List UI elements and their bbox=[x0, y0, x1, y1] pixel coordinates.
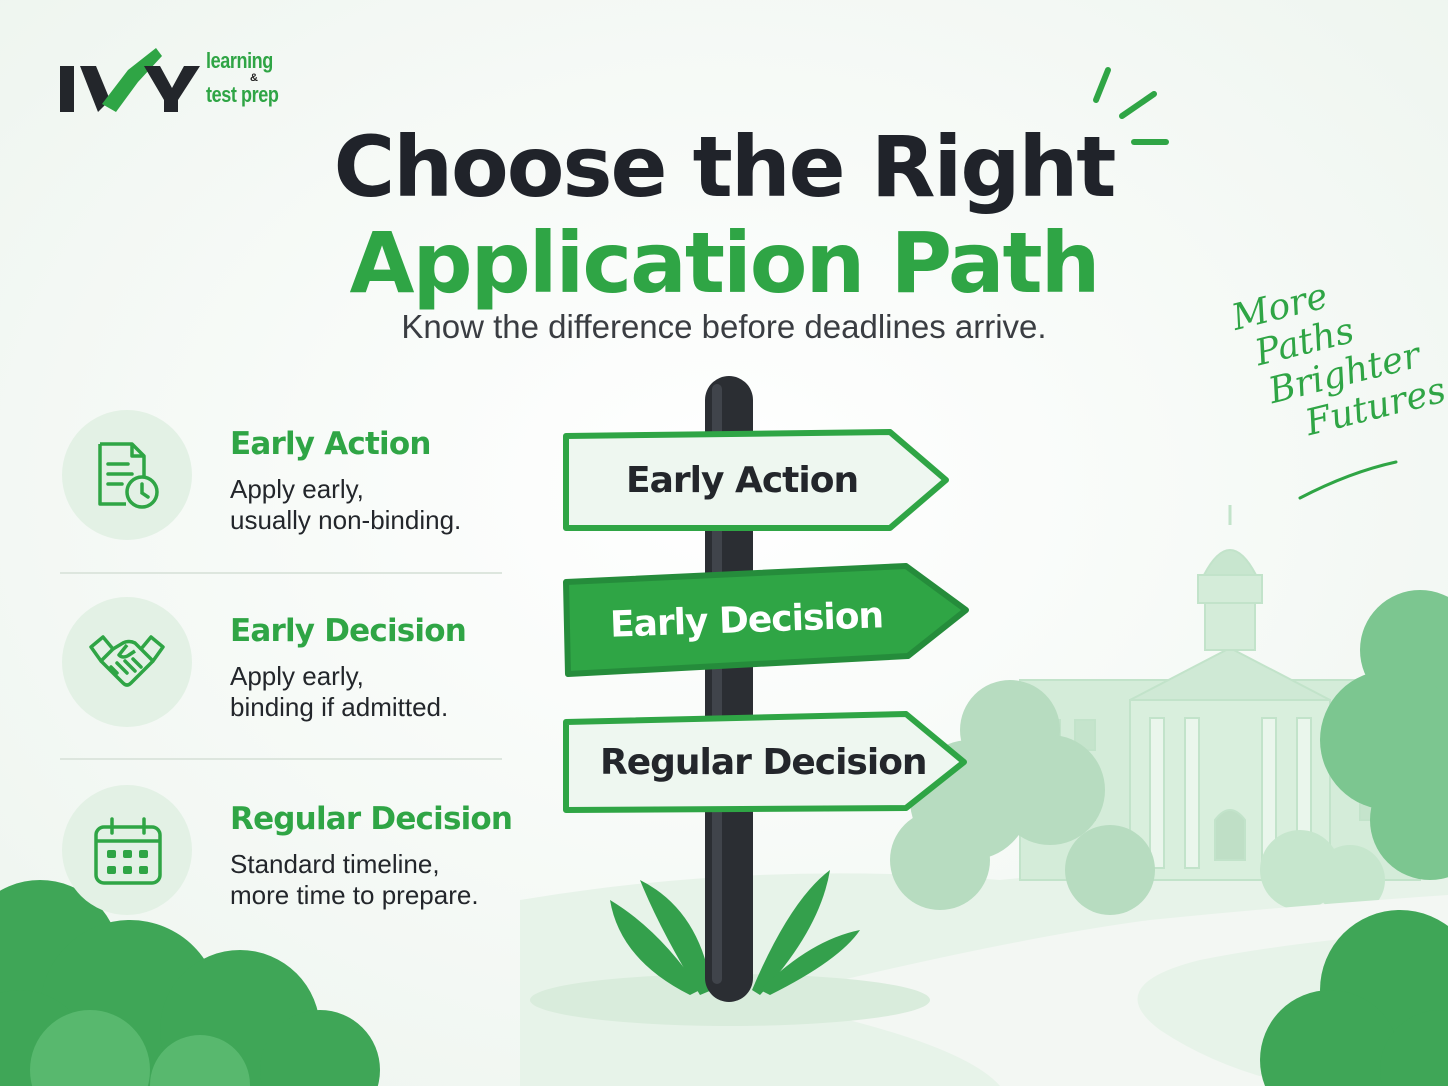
option-desc-line1: Apply early, bbox=[230, 474, 364, 504]
option-desc-line2: binding if admitted. bbox=[230, 692, 449, 722]
option-icon-circle bbox=[62, 410, 192, 540]
option-regular-decision: Regular Decision Standard timeline, more… bbox=[60, 785, 513, 925]
option-icon-circle bbox=[62, 597, 192, 727]
brand-line-learning: learning bbox=[206, 48, 273, 73]
divider bbox=[60, 572, 502, 574]
option-description: Apply early, binding if admitted. bbox=[230, 661, 530, 723]
option-title: Early Decision bbox=[230, 613, 467, 649]
divider bbox=[60, 758, 502, 760]
brand-line-test-prep: test prep bbox=[206, 82, 279, 107]
option-icon-circle bbox=[62, 785, 192, 915]
option-early-decision: Early Decision Apply early, binding if a… bbox=[60, 597, 504, 737]
brand-logo[interactable]: learning & test prep bbox=[58, 38, 298, 118]
option-description: Apply early, usually non-binding. bbox=[230, 474, 530, 536]
signpost bbox=[563, 376, 969, 1002]
page-subtitle: Know the difference before deadlines arr… bbox=[401, 308, 1047, 345]
option-desc-line1: Standard timeline, bbox=[230, 849, 440, 879]
sign-early-action: Early Action bbox=[626, 460, 859, 501]
option-early-action: Early Action Apply early, usually non-bi… bbox=[60, 410, 504, 550]
ivy-logo-mark bbox=[60, 48, 200, 112]
handshake-icon bbox=[89, 635, 165, 687]
option-title: Regular Decision bbox=[230, 801, 513, 837]
option-title: Early Action bbox=[230, 426, 431, 462]
option-desc-line2: more time to prepare. bbox=[230, 880, 479, 910]
calendar-icon bbox=[94, 817, 162, 885]
brand-ampersand: & bbox=[250, 72, 258, 84]
sign-regular-decision: Regular Decision bbox=[600, 742, 928, 783]
option-description: Standard timeline, more time to prepare. bbox=[230, 849, 530, 911]
page-title-line2: Application Path bbox=[349, 214, 1101, 312]
option-desc-line2: usually non-binding. bbox=[230, 505, 462, 535]
brand-wordmark: learning & test prep bbox=[206, 50, 306, 106]
option-desc-line1: Apply early, bbox=[230, 661, 364, 691]
page-title-line1: Choose the Right bbox=[333, 118, 1117, 216]
document-clock-icon bbox=[98, 442, 159, 509]
